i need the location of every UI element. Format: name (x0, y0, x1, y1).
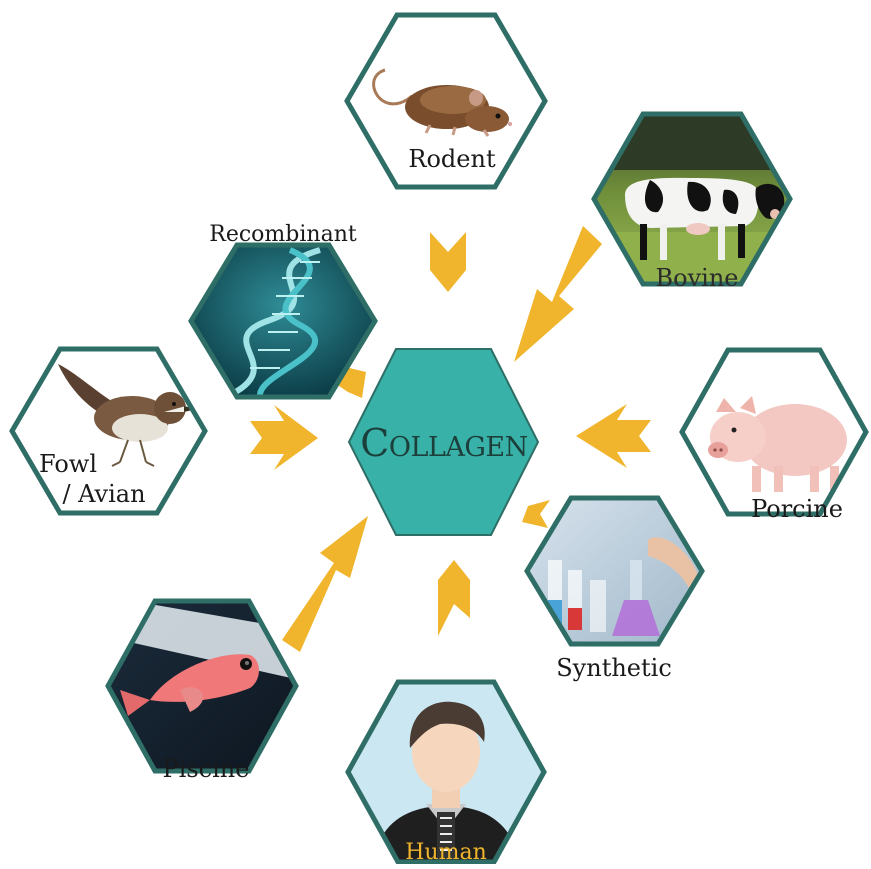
arrow-from-synthetic (522, 500, 550, 528)
arrow-from-fowl (250, 405, 318, 470)
rodent-tile: Rodent (347, 15, 545, 187)
fowl-label-line2: / Avian (62, 480, 145, 508)
fish-image (104, 598, 300, 774)
arrow-from-bovine (514, 226, 602, 362)
piscine-label: Piscine (163, 755, 250, 783)
arrow-from-rodent (430, 232, 466, 292)
man-avatar-image (344, 678, 548, 864)
piscine-tile: Piscine (104, 598, 300, 783)
recombinant-label: Recombinant (209, 222, 357, 247)
fowl-label-line1: Fowl (39, 450, 97, 478)
arrow-from-human (438, 560, 470, 636)
porcine-tile: Porcine (682, 350, 866, 523)
arrow-from-porcine (576, 404, 651, 468)
center-label: Collagen (360, 421, 527, 465)
center-hexagon: Collagen (349, 349, 538, 535)
bovine-tile: Bovine (590, 110, 795, 292)
fowl-tile: Fowl / Avian (12, 349, 205, 513)
synthetic-tile: Synthetic (522, 494, 707, 682)
synthetic-label: Synthetic (556, 654, 672, 682)
rodent-label: Rodent (408, 145, 496, 173)
human-label: Human (405, 840, 487, 864)
arrow-from-piscine (282, 516, 368, 652)
human-tile: Human (344, 678, 548, 864)
bovine-label: Bovine (656, 264, 739, 292)
lab-flask-image (522, 494, 707, 649)
porcine-label: Porcine (751, 495, 843, 523)
